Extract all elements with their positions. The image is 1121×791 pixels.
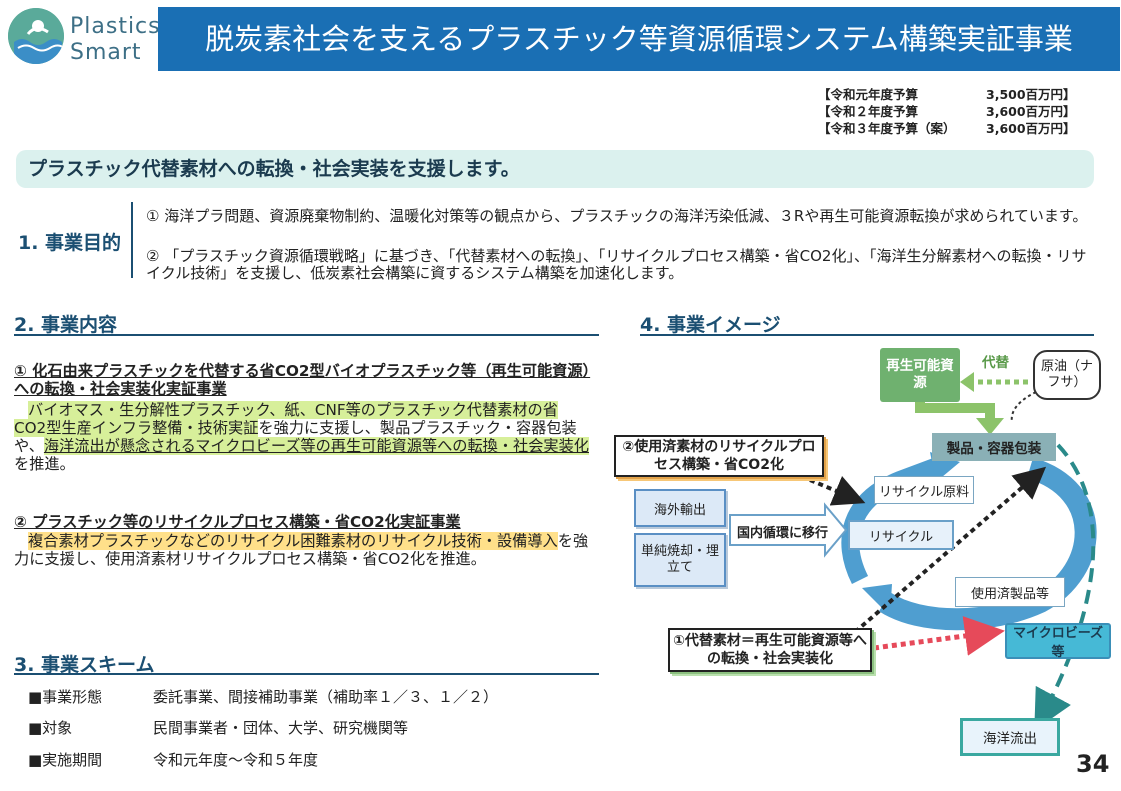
budget-row: 【令和元年度予算 3,500百万円】 [818,84,1076,103]
content-item-2-body: 複合素材プラスチックなどのリサイクル困難素材のリサイクル技術・設備導入を強力に支… [14,532,589,568]
product-packaging-box: 製品・容器包装 [932,433,1056,461]
content-item-1-body: バイオマス・生分解性プラスチック、紙、CNF等のプラスチック代替素材の省CO2型… [14,401,589,473]
section1-heading: 1. 事業目的 [18,232,122,254]
recycling-process-note: ②使用済素材のリサイクルプロセス構築・省CO2化 [614,435,824,477]
budget-label: 【令和２年度予算 [818,104,919,119]
scheme-label: ■対象 [28,719,73,737]
incineration-landfill-box: 単純焼却・埋立て [634,533,726,587]
substitute-material-note: ①代替素材＝再生可能資源等への転換・社会実装化 [668,628,872,672]
highlight-yellow-text: 複合素材プラスチックなどのリサイクル困難素材のリサイクル技術・設備導入 [28,532,558,550]
purpose-item-1: ① 海洋プラ問題、資源廃棄物制約、温暖化対策等の観点から、プラスチックの海洋汚染… [146,207,1088,225]
renewable-resource-box: 再生可能資源 [880,348,960,402]
ocean-outflow-box: 海洋流出 [960,718,1060,756]
substitution-label: 代替 [982,355,1009,371]
budget-row: 【令和２年度予算 3,600百万円】 [818,101,1076,120]
section2-heading: 2. 事業内容 [14,314,118,336]
content-item-1-title-text: ① 化石由来プラスチックを代替する省CO2型バイオプラスチック等（再生可能資源）… [14,362,591,398]
crude-oil-box: 原油（ナフサ） [1033,350,1101,400]
overseas-export-box: 海外輸出 [634,489,726,527]
budget-amount: 3,600百万円】 [986,121,1076,136]
budget-label: 【令和元年度予算 [818,87,919,102]
section4-heading: 4. 事業イメージ [640,314,781,336]
section1-divider [131,202,133,278]
scheme-label: ■実施期間 [28,751,103,769]
title-bar: 脱炭素社会を支えるプラスチック等資源循環システム構築実証事業 [158,7,1120,71]
logo-text-plastics: Plastics [70,14,161,39]
budget-row: 【令和３年度予算（案） 3,600百万円】 [818,118,1076,137]
domestic-circulation-label: 国内循環に移行 [737,526,829,541]
budget-amount: 3,500百万円】 [986,87,1076,102]
scheme-value: 委託事業、間接補助事業（補助率１／３、１／２） [153,688,499,706]
plastics-smart-logo: Plastics Smart [4,6,160,66]
microbeads-box: マイクロビーズ等 [1005,623,1111,660]
page-number: 34 [1076,750,1110,778]
logo-emblem-icon [8,8,64,64]
scheme-row: ■事業形態 委託事業、間接補助事業（補助率１／３、１／２） [28,686,498,707]
scheme-value: 民間事業者・団体、大学、研究機関等 [153,719,409,737]
body-text: を強力に支援し、使用済素材リサイクルプロセス構築・省CO2化を推進。 [14,532,589,568]
recycle-box: リサイクル [848,520,954,550]
summary-banner-text: プラスチック代替素材への転換・社会実装を支援します。 [28,158,520,180]
section3-heading: 3. 事業スキーム [14,654,155,676]
scheme-label: ■事業形態 [28,688,103,706]
section2-rule [14,334,599,336]
section4-rule [640,334,1094,336]
logo-text-smart: Smart [70,40,142,65]
highlight-green-underlined-text: 海洋流出が懸念されるマイクロビーズ等の再生可能資源等への転換・社会実装化 [43,437,589,455]
content-item-1-title: ① 化石由来プラスチックを代替する省CO2型バイオプラスチック等（再生可能資源）… [14,362,594,398]
budget-label: 【令和３年度予算（案） [818,121,956,136]
purpose-item-2: ② 「プラスチック資源循環戦略」に基づき、「代替素材への転換」、「リサイクルプロ… [146,247,1087,282]
budget-amount: 3,600百万円】 [986,104,1076,119]
page-title: 脱炭素社会を支えるプラスチック等資源循環システム構築実証事業 [205,22,1073,56]
used-products-box: 使用済製品等 [955,577,1065,607]
scheme-row: ■対象 民間事業者・団体、大学、研究機関等 [28,717,408,738]
recycled-material-box: リサイクル原料 [874,476,974,504]
content-item-2-title-text: ② プラスチック等のリサイクルプロセス構築・省CO2化実証事業 [14,513,461,531]
scheme-row: ■実施期間 令和元年度～令和５年度 [28,749,318,770]
section3-rule [14,673,599,675]
scheme-value: 令和元年度～令和５年度 [153,751,319,769]
content-item-2-title: ② プラスチック等のリサイクルプロセス構築・省CO2化実証事業 [14,513,594,531]
summary-banner: プラスチック代替素材への転換・社会実装を支援します。 [16,150,1094,188]
body-text: を推進。 [14,455,75,473]
body-text: を強力に支援し、製品プラスチック・容器包装や、 [14,419,577,455]
